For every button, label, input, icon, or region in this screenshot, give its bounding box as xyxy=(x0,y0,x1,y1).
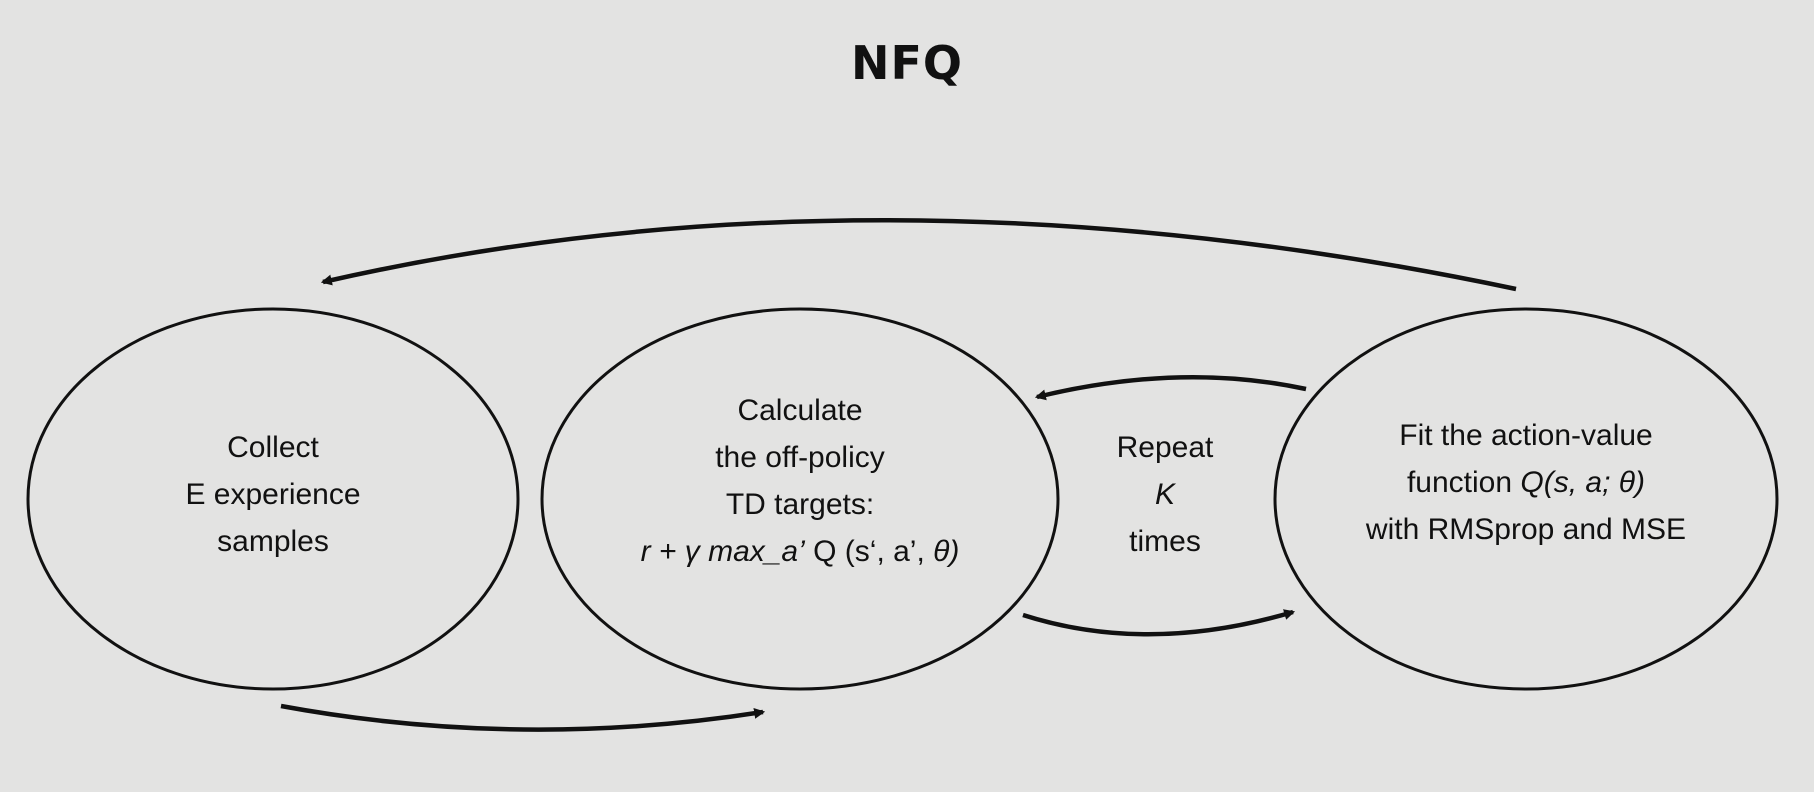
repeat-label: Repeat K times xyxy=(1040,424,1290,565)
fit-node-label: Fit the action-value function Q(s, a; θ)… xyxy=(1306,412,1746,553)
arrow-collect-to-calculate xyxy=(280,703,766,732)
collect-line-1: Collect xyxy=(227,431,319,464)
calculate-line-3: TD targets: xyxy=(725,488,875,521)
calculate-line-1: Calculate xyxy=(737,394,863,427)
fit-line-2-math: Q(s, a; θ) xyxy=(1520,466,1646,499)
td-target-formula: r + γ max_a’ Q (s‘, a’, θ) xyxy=(570,528,1030,575)
arrow-fit-to-collect xyxy=(320,217,1517,292)
formula-part-1: r + γ max_a’ xyxy=(640,535,805,568)
fit-line-2-prefix: function xyxy=(1406,466,1521,499)
repeat-line-1: Repeat xyxy=(1116,431,1214,464)
calculate-line-2: the off-policy xyxy=(715,441,885,474)
arrow-fit-to-calculate xyxy=(1034,375,1307,401)
arrow-calculate-to-fit xyxy=(1022,609,1296,637)
repeat-line-2: K xyxy=(1154,478,1175,511)
fit-line-1: Fit the action-value xyxy=(1399,419,1653,452)
calculate-node-ellipse xyxy=(540,307,1060,691)
collect-node-ellipse xyxy=(26,307,520,691)
repeat-line-3: times xyxy=(1129,525,1201,558)
collect-node-label: Collect E experience samples xyxy=(113,424,433,565)
diagram-title: NFQ xyxy=(850,36,964,90)
collect-line-2: E experience xyxy=(185,478,361,511)
fit-line-2: function Q(s, a; θ) xyxy=(1306,459,1746,506)
fit-line-3: with RMSprop and MSE xyxy=(1365,513,1687,546)
collect-line-3: samples xyxy=(217,525,329,558)
formula-part-2: Q (s‘, a’, xyxy=(804,535,934,568)
calculate-node-label: Calculate the off-policy TD targets: r +… xyxy=(570,387,1030,575)
fit-node-ellipse xyxy=(1273,307,1779,691)
formula-part-3: θ) xyxy=(933,535,960,568)
